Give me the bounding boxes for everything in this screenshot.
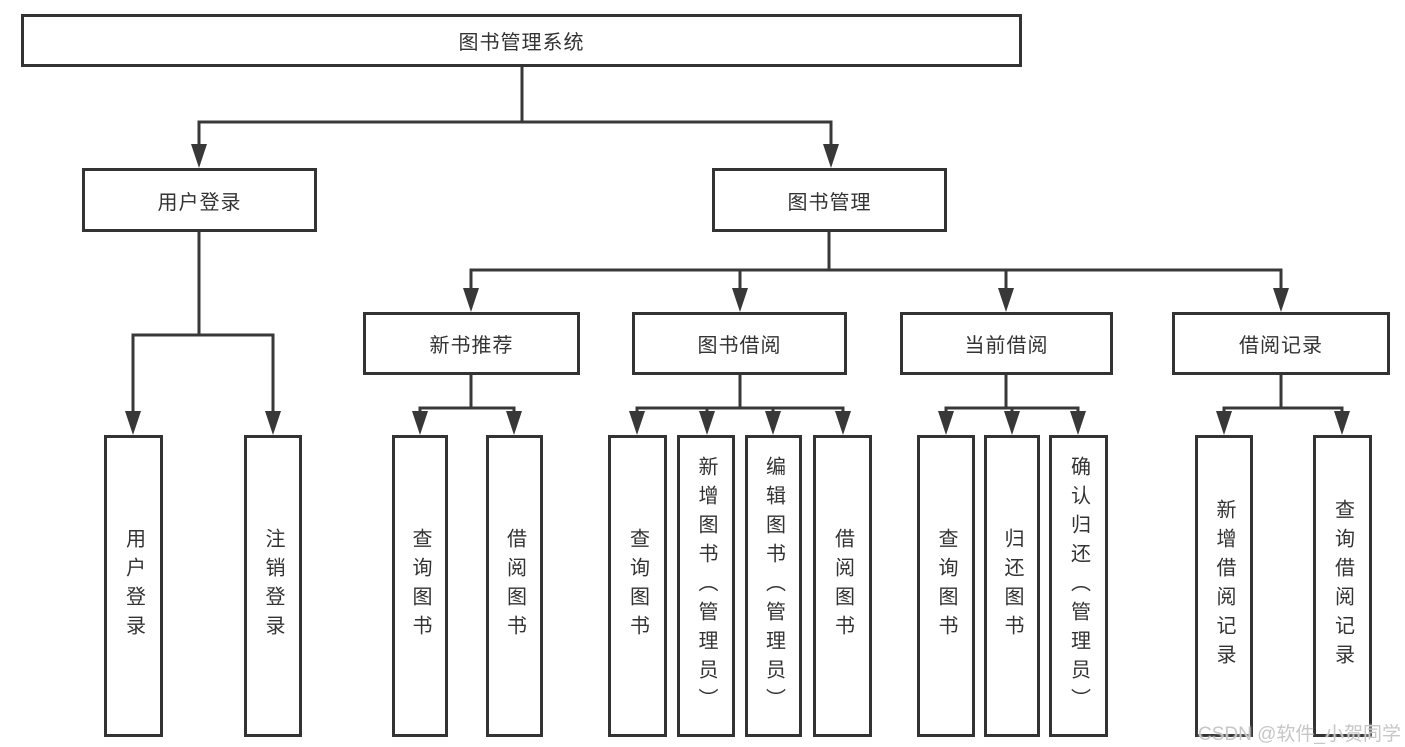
node-label: 用户登录 <box>157 191 242 214</box>
node-label: 借阅图书 <box>503 528 526 644</box>
node-label: 借阅记录 <box>1239 335 1323 357</box>
node-label: 归还图书 <box>1001 528 1023 644</box>
node-label: 用户登录 <box>122 528 145 644</box>
leaf-query-borrow-record: 查询借阅记录 <box>1313 435 1372 737</box>
node-label: 查询借阅记录 <box>1331 499 1354 673</box>
node-user-login: 用户登录 <box>82 168 317 232</box>
node-label: 查询图书 <box>626 528 649 644</box>
node-label: 新增图书（管理员） <box>695 455 717 717</box>
node-current-borrow: 当前借阅 <box>900 312 1113 375</box>
node-label: 确认归还（管理员） <box>1067 455 1090 717</box>
leaf-borrow-book: 借阅图书 <box>813 435 872 737</box>
node-label: 注销登录 <box>262 528 284 644</box>
leaf-query-book-current: 查询图书 <box>917 435 975 737</box>
node-label: 图书借阅 <box>697 335 782 357</box>
leaf-query-book-borrow: 查询图书 <box>608 435 667 737</box>
node-book-borrow: 图书借阅 <box>632 312 847 375</box>
leaf-borrow-book-recommend: 借阅图书 <box>486 435 543 737</box>
node-label: 当前借阅 <box>964 335 1049 357</box>
node-label: 查询图书 <box>409 528 431 644</box>
leaf-add-borrow-record: 新增借阅记录 <box>1195 435 1253 737</box>
node-label: 新增借阅记录 <box>1213 499 1235 673</box>
csdn-watermark: CSDN @软件_小贺同学 <box>1198 724 1401 745</box>
leaf-user-login: 用户登录 <box>104 435 163 737</box>
node-new-book-recommend: 新书推荐 <box>363 312 580 375</box>
leaf-logout: 注销登录 <box>244 435 302 737</box>
node-label: 图书管理 <box>787 191 872 214</box>
node-label: 新书推荐 <box>429 335 514 357</box>
leaf-query-book-recommend: 查询图书 <box>392 435 448 737</box>
leaf-confirm-return-admin: 确认归还（管理员） <box>1049 435 1108 737</box>
node-label: 编辑图书（管理员） <box>762 455 785 717</box>
node-label: 查询图书 <box>935 528 957 644</box>
node-book-management: 图书管理 <box>712 168 947 232</box>
node-label: 图书管理系统 <box>458 32 585 54</box>
leaf-add-book-admin: 新增图书（管理员） <box>677 435 735 737</box>
node-borrow-record: 借阅记录 <box>1172 312 1390 375</box>
leaf-return-book: 归还图书 <box>984 435 1040 737</box>
leaf-edit-book-admin: 编辑图书（管理员） <box>745 435 802 737</box>
node-library-management-system: 图书管理系统 <box>21 14 1022 67</box>
node-label: 借阅图书 <box>831 528 854 644</box>
